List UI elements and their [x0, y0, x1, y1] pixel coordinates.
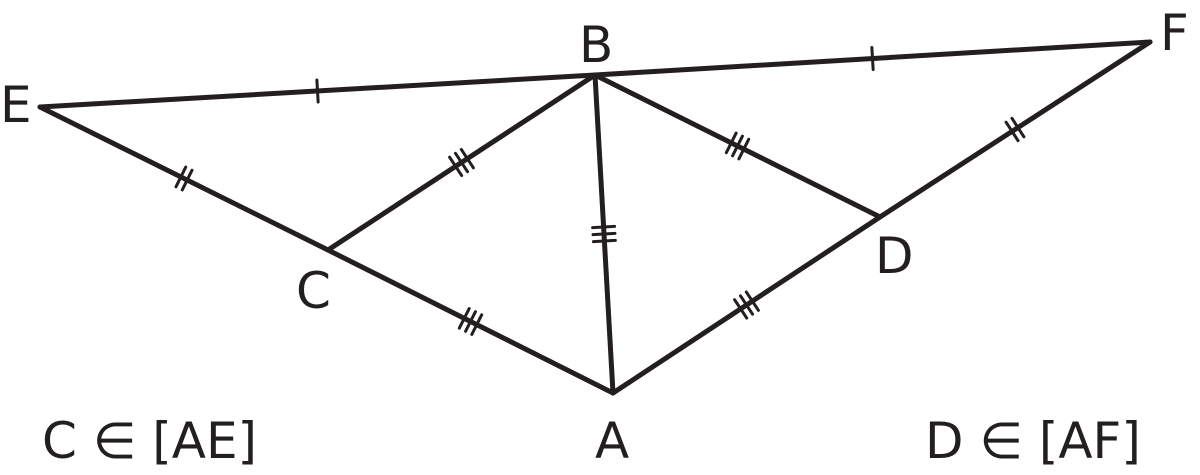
label-A: A — [595, 412, 629, 470]
tick-mark-CB — [459, 147, 475, 170]
tick-mark-BA — [591, 231, 617, 237]
tick-mark-EC — [180, 168, 194, 192]
tick-mark-CB — [453, 151, 470, 174]
tick-mark-BA — [591, 224, 617, 230]
label-F: F — [1160, 4, 1189, 62]
tick-mark-BD — [731, 134, 744, 158]
label-C: C — [296, 262, 331, 320]
label-B: B — [579, 16, 613, 74]
segments — [37, 39, 1153, 396]
tick-mark-BF — [870, 46, 875, 71]
tick-mark-CB — [448, 155, 464, 178]
tick-mark-AD — [744, 290, 760, 312]
tick-marks — [174, 46, 1026, 336]
segment-EC — [37, 104, 331, 253]
tick-mark-EB — [315, 78, 320, 104]
label-D: D — [875, 227, 914, 285]
tick-mark-BA — [591, 238, 617, 244]
tick-mark-CA — [457, 307, 471, 330]
tick-mark-BD — [737, 137, 751, 161]
segment-DF — [877, 39, 1153, 220]
tick-mark-CA — [464, 310, 477, 333]
tick-mark-CA — [470, 313, 484, 336]
tick-mark-AD — [738, 294, 755, 316]
tick-mark-BD — [724, 131, 738, 155]
tick-mark-EC — [174, 165, 188, 189]
tick-mark-DF — [1010, 116, 1026, 139]
tick-mark-AD — [733, 298, 749, 320]
note-c-in-ae: C ∈ [AE] — [42, 412, 257, 470]
note-d-in-af: D ∈ [AF] — [925, 412, 1141, 470]
tick-mark-DF — [1004, 120, 1020, 143]
label-E: E — [0, 76, 32, 134]
